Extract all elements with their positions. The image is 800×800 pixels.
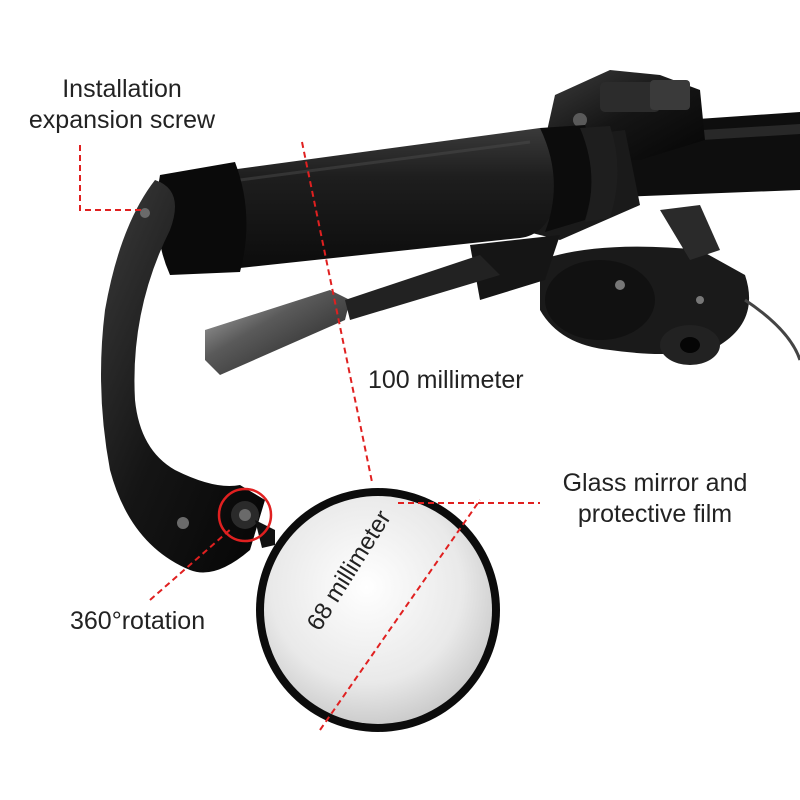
length-label: 100 millimeter: [368, 366, 524, 394]
grip: [156, 125, 618, 275]
length-callout-line: [301, 141, 373, 483]
installation-screw-label-line2: expansion screw: [28, 106, 216, 134]
mirror-arm: [101, 180, 265, 573]
shifter: [540, 205, 800, 365]
installation-screw-label: Installation expansion screw: [22, 74, 222, 136]
callout-lines: [79, 141, 540, 731]
diameter-callout-line: [319, 499, 481, 731]
installation-screw-label-line1: Installation: [62, 75, 182, 103]
screw-callout-line: [79, 145, 145, 211]
mirror: [255, 488, 500, 732]
mirror-label-line1: Glass mirror and: [562, 469, 748, 497]
mirror-label: Glass mirror and protective film: [550, 468, 760, 530]
mirror-label-line2: protective film: [577, 500, 733, 528]
rotation-label: 360°rotation: [70, 607, 206, 635]
rotation-callout-line: [149, 527, 233, 601]
rotation-highlight-circle: [217, 487, 273, 543]
